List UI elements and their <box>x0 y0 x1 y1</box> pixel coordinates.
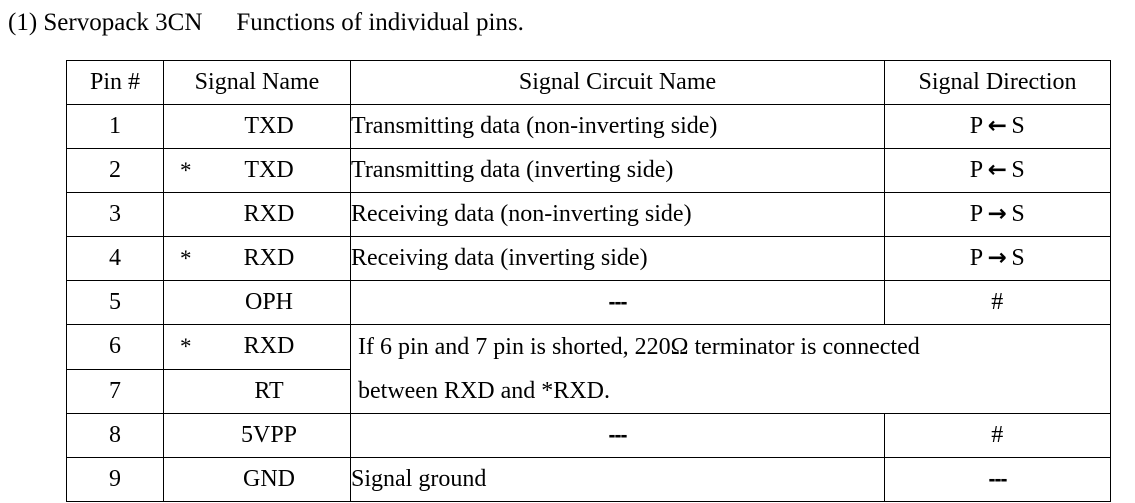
caption-number: (1) <box>8 9 38 36</box>
cell-signal-direction: P←S <box>884 148 1111 193</box>
cell-pin-number: 7 <box>66 368 164 414</box>
cell-signal-name: OPH <box>163 280 351 325</box>
cell-signal-name: GND <box>163 457 351 502</box>
signal-name-text: GND <box>243 466 295 492</box>
table-row: 1 TXD Transmitting data (non-inverting s… <box>66 104 1111 149</box>
cell-pin-number: 8 <box>66 413 164 458</box>
direction-to: S <box>1011 113 1026 139</box>
table-header-row: Pin # Signal Name Signal Circuit Name Si… <box>66 60 1111 105</box>
cell-circuit-name: Signal ground <box>350 457 885 502</box>
table-row: 7 RT <box>66 368 1111 414</box>
right-arrow-icon: → <box>987 245 1008 271</box>
direction-from: P <box>969 201 984 227</box>
table-header: Pin # Signal Name Signal Circuit Name Si… <box>66 60 1111 105</box>
signal-name-text: RT <box>254 377 284 404</box>
figure-caption: (1) Servopack 3CN Functions of individual… <box>8 8 524 38</box>
cell-circuit-name: Transmitting data (non-inverting side) <box>350 104 885 149</box>
cell-circuit-name: --- <box>350 413 885 458</box>
cell-signal-direction: # <box>884 413 1111 458</box>
table-row: 5 OPH --- # <box>66 280 1111 325</box>
cell-signal-direction: P→S <box>884 192 1111 237</box>
cell-merged-terminator-note: If 6 pin and 7 pin is shorted, 220Ω term… <box>350 324 1111 414</box>
cell-signal-direction: P→S <box>884 236 1111 281</box>
cell-pin-number: 5 <box>66 280 164 325</box>
column-header-signal-direction: Signal Direction <box>884 60 1111 105</box>
cell-signal-name: * RXD <box>163 324 351 370</box>
table-row: 8 5VPP --- # <box>66 413 1111 458</box>
signal-name-text: RXD <box>243 333 295 360</box>
cell-pin-number: 2 <box>66 148 164 193</box>
cell-signal-name: TXD <box>163 104 351 149</box>
signal-name-text: OPH <box>244 289 293 315</box>
empty-dash-marker: --- <box>608 424 628 447</box>
column-header-signal-name: Signal Name <box>163 60 351 105</box>
terminator-note-line-2: between RXD and *RXD. <box>358 378 610 404</box>
cell-pin-number: 4 <box>66 236 164 281</box>
table-row: 3 RXD Receiving data (non-inverting side… <box>66 192 1111 237</box>
cell-circuit-name: Receiving data (inverting side) <box>350 236 885 281</box>
direction-to: S <box>1011 157 1026 183</box>
caption-device: Servopack 3CN <box>43 9 203 36</box>
signal-name-text: TXD <box>244 157 294 183</box>
asterisk-marker: * <box>180 245 192 271</box>
hash-marker: # <box>991 422 1004 448</box>
signal-name-text: TXD <box>244 113 294 139</box>
column-header-pin: Pin # <box>66 60 164 105</box>
table-row: 6 * RXD If 6 pin and 7 pin is shorted, 22… <box>66 324 1111 414</box>
cell-circuit-name: Receiving data (non-inverting side) <box>350 192 885 237</box>
cell-signal-direction: P←S <box>884 104 1111 149</box>
cell-pin-number: 1 <box>66 104 164 149</box>
left-arrow-icon: ← <box>987 113 1008 139</box>
signal-name-text: 5VPP <box>240 422 298 448</box>
hash-marker: # <box>991 289 1004 315</box>
cell-signal-name: 5VPP <box>163 413 351 458</box>
table-row: 9 GND Signal ground --- <box>66 457 1111 502</box>
cell-signal-name: RXD <box>163 192 351 237</box>
column-header-signal-circuit-name: Signal Circuit Name <box>350 60 885 105</box>
cell-pin-number: 3 <box>66 192 164 237</box>
empty-dash-marker: --- <box>988 468 1008 491</box>
cell-signal-name: * TXD <box>163 148 351 193</box>
signal-name-text: RXD <box>243 245 295 271</box>
left-arrow-icon: ← <box>987 157 1008 183</box>
pin-function-table: Pin # Signal Name Signal Circuit Name Si… <box>66 60 1111 502</box>
cell-circuit-name: --- <box>350 280 885 325</box>
direction-from: P <box>969 113 984 139</box>
empty-dash-marker: --- <box>608 291 628 314</box>
direction-to: S <box>1011 201 1026 227</box>
cell-signal-name: RT <box>163 368 351 414</box>
cell-signal-name: * RXD <box>163 236 351 281</box>
right-arrow-icon: → <box>987 201 1008 227</box>
terminator-note-line-1: If 6 pin and 7 pin is shorted, 220Ω term… <box>358 334 920 360</box>
cell-pin-number: 6 <box>66 324 164 370</box>
cell-signal-direction: --- <box>884 457 1111 502</box>
cell-signal-direction: # <box>884 280 1111 325</box>
signal-name-text: RXD <box>243 201 295 227</box>
table-row: 2 * TXD Transmitting data (inverting side… <box>66 148 1111 193</box>
direction-from: P <box>969 157 984 183</box>
caption-description: Functions of individual pins. <box>236 9 524 36</box>
asterisk-marker: * <box>180 157 192 183</box>
direction-from: P <box>969 245 984 271</box>
table-row: 4 * RXD Receiving data (inverting side) P… <box>66 236 1111 281</box>
asterisk-marker: * <box>180 333 192 359</box>
direction-to: S <box>1011 245 1026 271</box>
cell-circuit-name: Transmitting data (inverting side) <box>350 148 885 193</box>
cell-pin-number: 9 <box>66 457 164 502</box>
table-body: 1 TXD Transmitting data (non-inverting s… <box>66 104 1111 502</box>
